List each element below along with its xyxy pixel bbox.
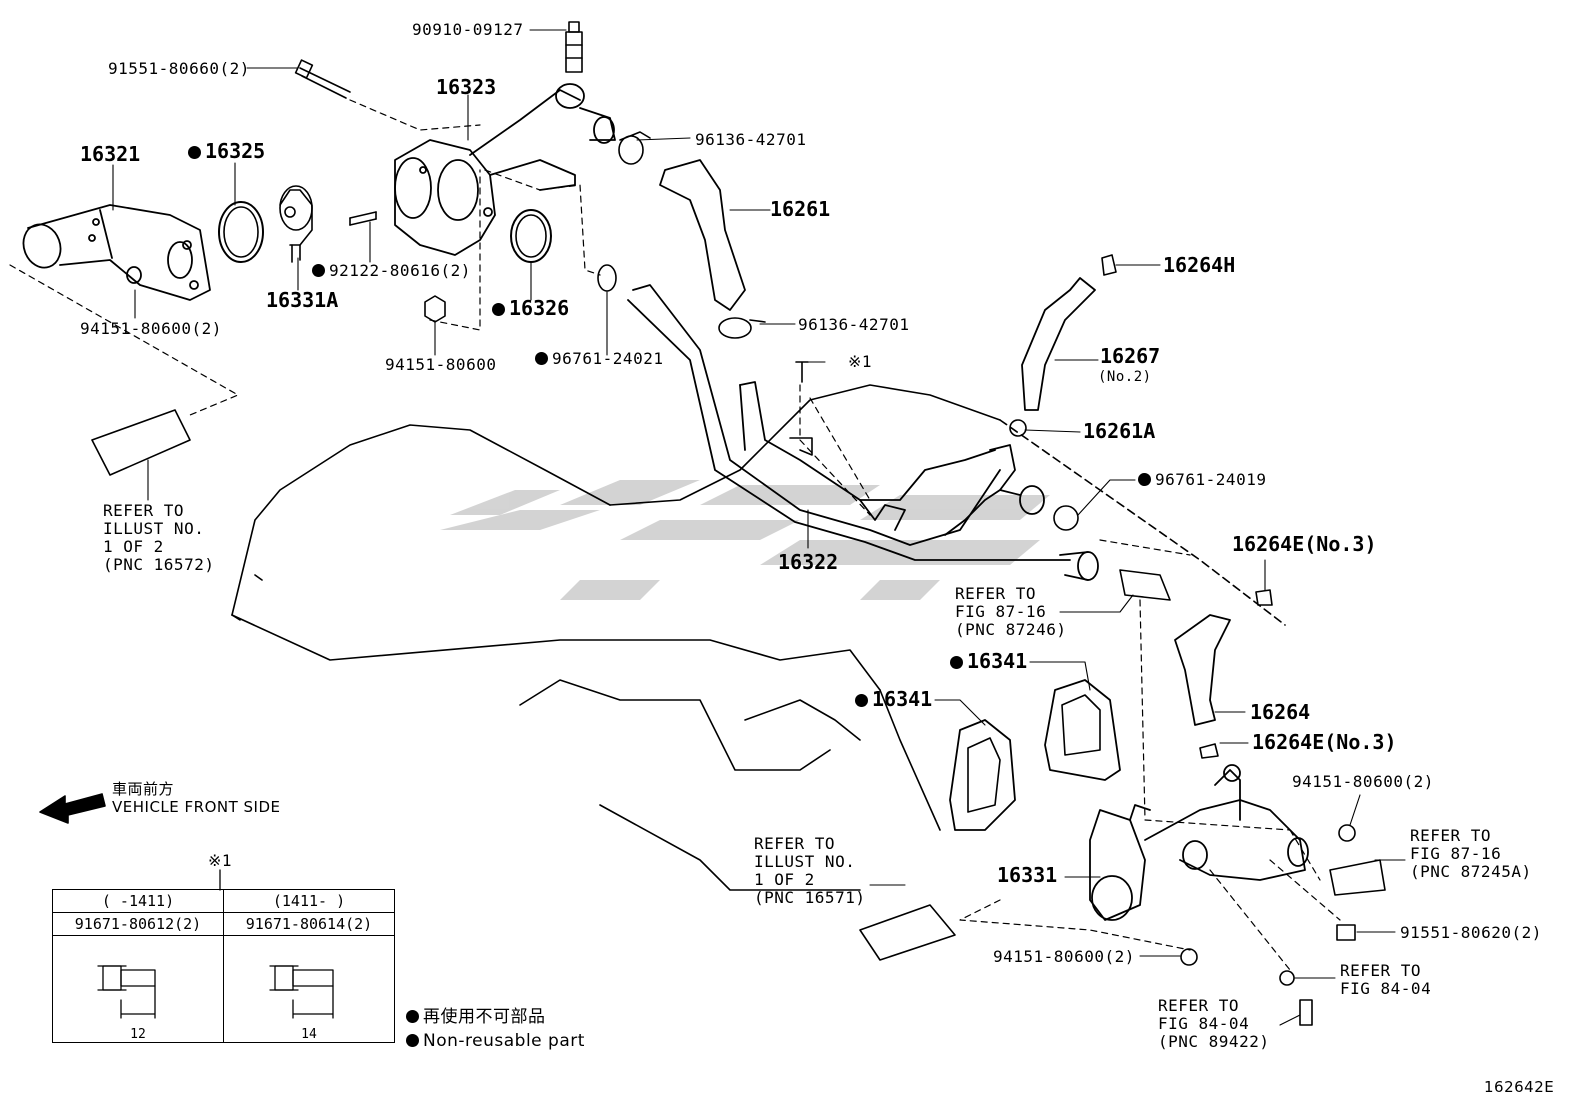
label-96136-42701-a: 96136-42701 (695, 130, 807, 149)
table-col1-range: ( -1411) (52, 889, 224, 913)
part-16331-outlet (1089, 764, 1309, 921)
figure-id: 162642E (1484, 1078, 1555, 1096)
part-16264-hose (1174, 614, 1231, 726)
label-91551-80660: 91551-80660(2) (108, 59, 250, 78)
label-92122-80616: 92122-80616(2) (312, 262, 471, 280)
part-16321-inlet (22, 204, 211, 301)
label-16326: 16326 (492, 298, 569, 318)
label-16341-a: 16341 (950, 651, 1027, 671)
label-94151-80600: 94151-80600 (385, 355, 497, 374)
legend-jp: 再使用不可部品 (406, 1005, 585, 1029)
label-16264E-b: 16264E(No.3) (1252, 730, 1397, 754)
label-96136-42701-b: 96136-42701 (798, 315, 910, 334)
label-16341-b: 16341 (855, 689, 932, 709)
label-ref-mark-1: ※1 (848, 352, 873, 371)
part-16341-gasket-b (949, 719, 1016, 831)
label-16331A: 16331A (266, 288, 339, 312)
label-16264E-a: 16264E(No.3) (1232, 532, 1377, 556)
table-col1-bolt-drawing: 12 (52, 935, 224, 1043)
label-16323: 16323 (436, 75, 497, 99)
table-col2-bolt-drawing: 14 (223, 935, 395, 1043)
label-94151-80600-2a: 94151-80600(2) (80, 319, 222, 338)
legend: 再使用不可部品 Non-reusable part (406, 1005, 585, 1053)
label-91551-80620: 91551-80620(2) (1400, 923, 1542, 942)
table-col2-range: (1411- ) (223, 889, 395, 913)
label-16264: 16264 (1250, 700, 1311, 724)
label-16321: 16321 (80, 142, 141, 166)
part-90910-sender (565, 21, 583, 73)
label-16267-sub: (No.2) (1098, 369, 1152, 385)
table-col2-length: 14 (301, 1027, 317, 1042)
part-16322-pipe (627, 284, 1099, 581)
table-note-mark: ※1 (208, 851, 233, 870)
label-16264H: 16264H (1163, 253, 1236, 277)
part-16261-hose (659, 159, 746, 311)
label-16267: 16267 (1100, 344, 1161, 368)
label-90910-09127: 90910-09127 (412, 20, 524, 39)
part-16325-gasket (218, 201, 264, 263)
part-16341-gasket-a (1044, 679, 1121, 781)
label-94151-80600-2b: 94151-80600(2) (1292, 772, 1434, 791)
label-96761-24021: 96761-24021 (535, 350, 663, 368)
label-16322: 16322 (778, 550, 839, 574)
table-col2-part: 91671-80614(2) (223, 912, 395, 936)
watermark-logo (440, 480, 1050, 600)
vehicle-front-arrow-icon (39, 793, 106, 824)
table-col1-length: 12 (130, 1027, 146, 1042)
table-col1-part: 91671-80612(2) (52, 912, 224, 936)
label-16325: 16325 (188, 141, 265, 161)
part-92122-stud (349, 211, 377, 226)
legend-en: Non-reusable part (406, 1029, 585, 1053)
bolt-variant-table: ( -1411) (1411- ) 91671-80612(2) 91671-8… (52, 889, 395, 1043)
part-91551-bolt (294, 59, 351, 99)
part-16323-housing (394, 83, 616, 256)
label-94151-80600-2c: 94151-80600(2) (993, 947, 1135, 966)
part-94151-nut (424, 295, 446, 323)
label-96761-24019: 96761-24019 (1138, 471, 1266, 489)
label-16261A: 16261A (1083, 419, 1156, 443)
part-96136-clamp (618, 131, 651, 165)
label-16261: 16261 (770, 197, 831, 221)
label-16331: 16331 (997, 863, 1058, 887)
engine-outline (231, 384, 1286, 891)
part-16331A-thermostat (279, 185, 313, 263)
part-16267-hose (1021, 277, 1096, 411)
